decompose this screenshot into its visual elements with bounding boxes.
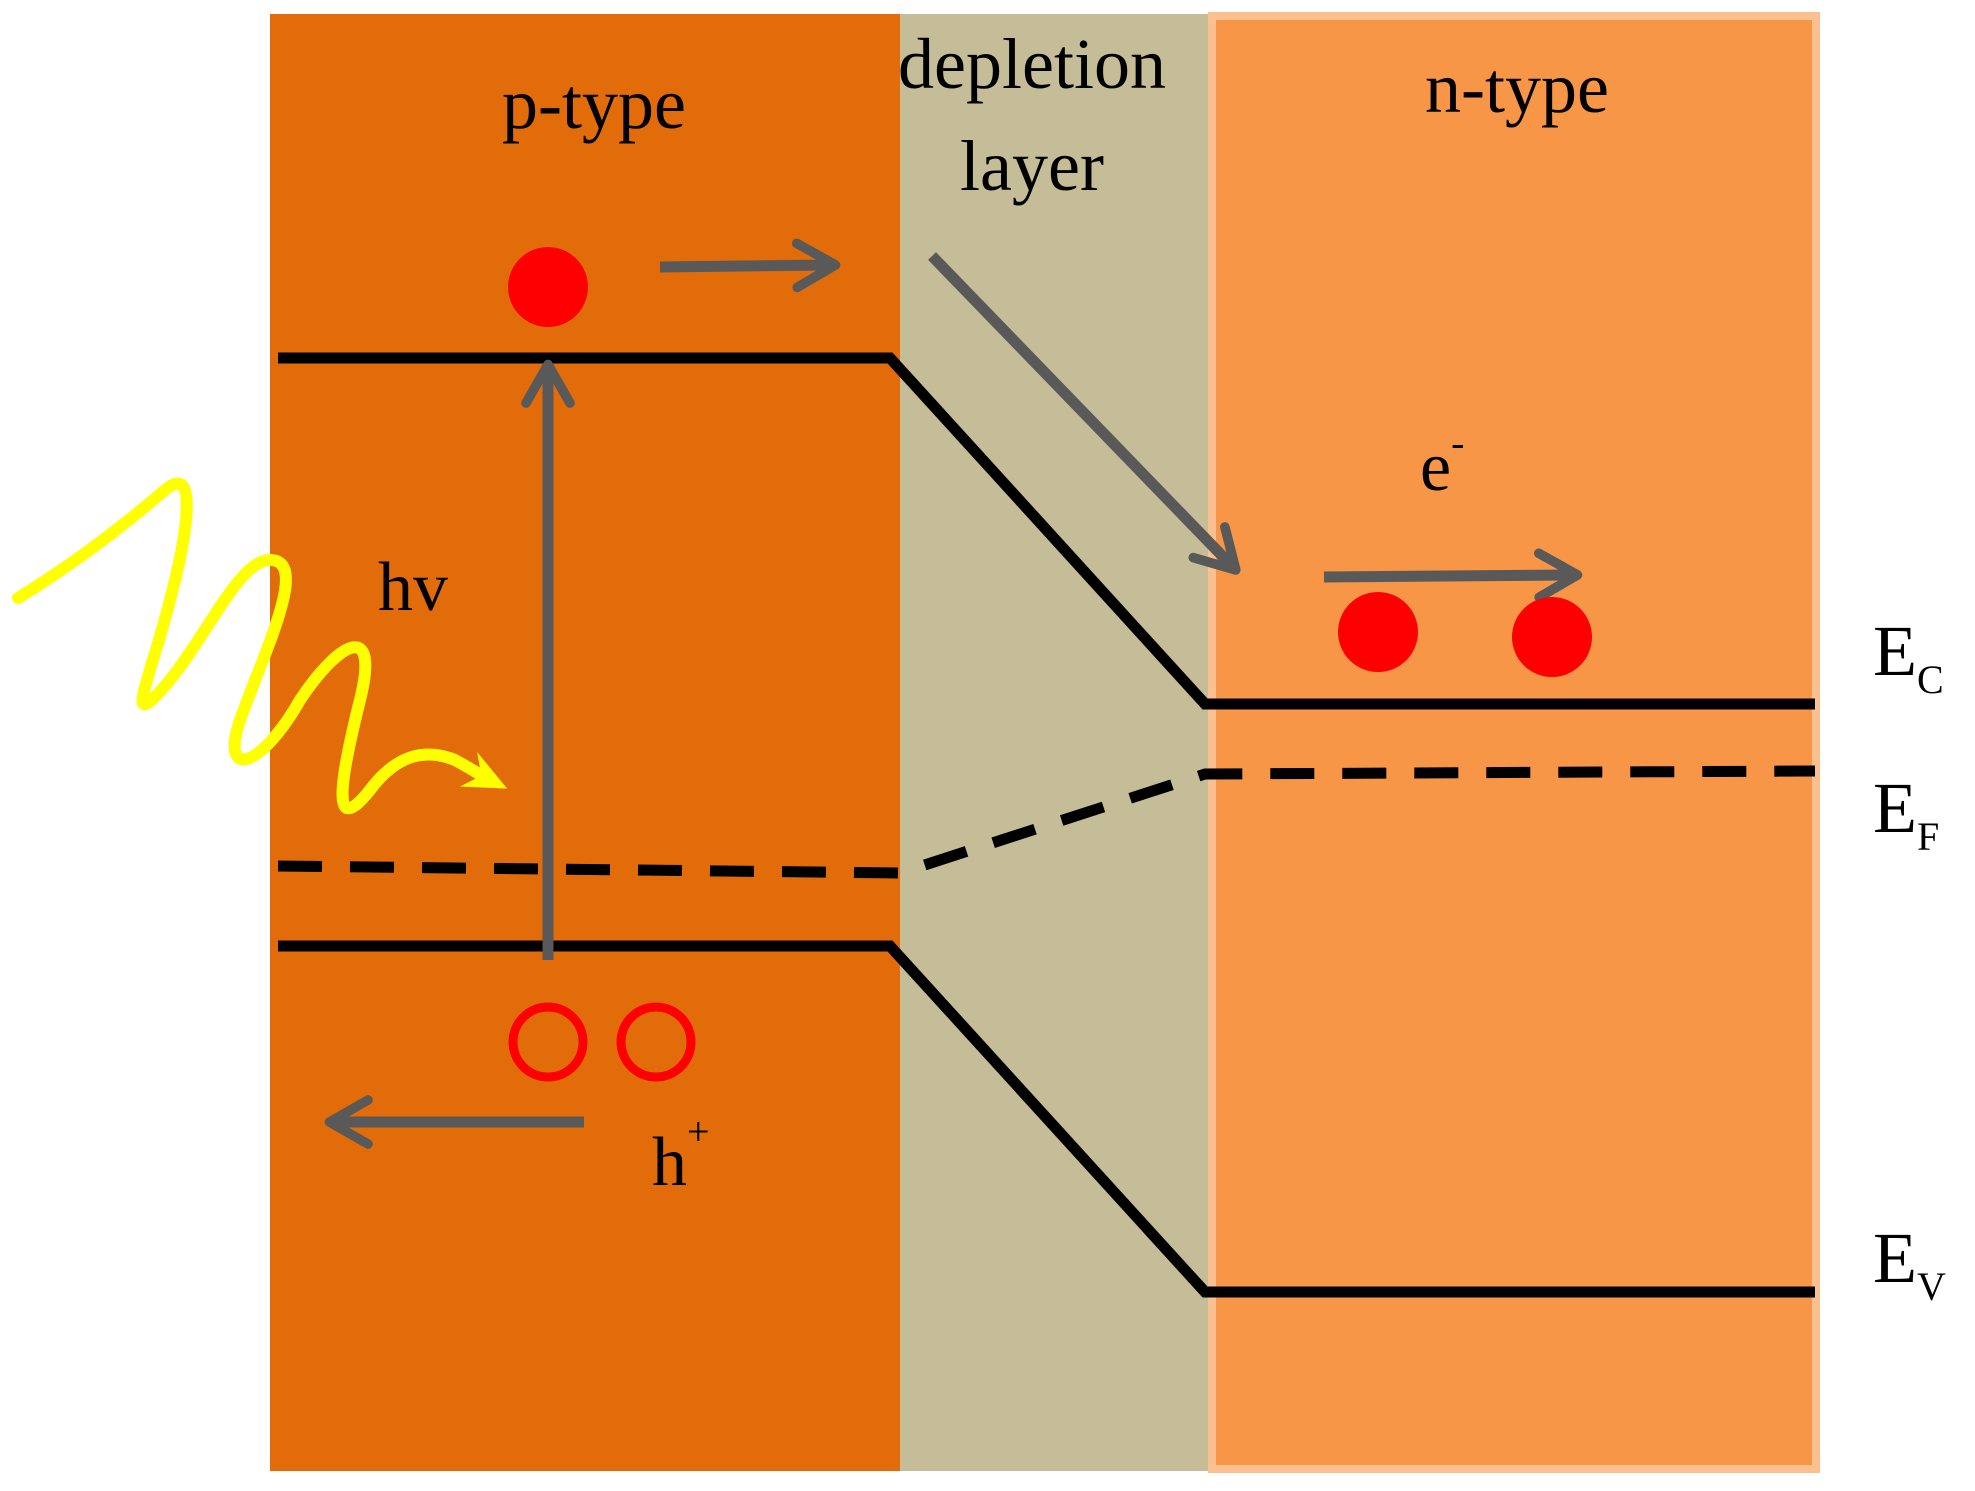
fermi-level-line [277, 765, 1816, 879]
valence-band-line [278, 940, 1815, 1298]
electron-transfer-arrow [928, 252, 1241, 575]
fermi-level-label: EF [1873, 768, 1939, 859]
valence-band-label: EV [1873, 1218, 1946, 1309]
electron-n-type-2 [1512, 597, 1592, 677]
hole-label: h+ [652, 1109, 710, 1201]
depletion-layer-region [900, 14, 1214, 1471]
photon-wave [12, 477, 508, 815]
electron-label: e- [1420, 420, 1464, 506]
p-type-region [270, 14, 902, 1471]
p-type-label: p-type [502, 64, 686, 144]
depletion-label-line1: depletion [898, 24, 1166, 104]
electron-n-type-1 [1338, 592, 1418, 672]
n-type-region [1208, 12, 1820, 1473]
depletion-label-line2: layer [960, 126, 1104, 206]
conduction-band-line [278, 352, 1815, 710]
electron-n-type-arrow [1323, 548, 1583, 603]
electron-drift-arrow [659, 238, 841, 293]
conduction-band-label: EC [1873, 611, 1944, 702]
photon-label: hv [378, 549, 448, 626]
hole-1 [508, 1002, 588, 1082]
n-type-label: n-type [1425, 48, 1609, 128]
electron-p-type [508, 247, 588, 327]
hole-2 [616, 1002, 696, 1082]
